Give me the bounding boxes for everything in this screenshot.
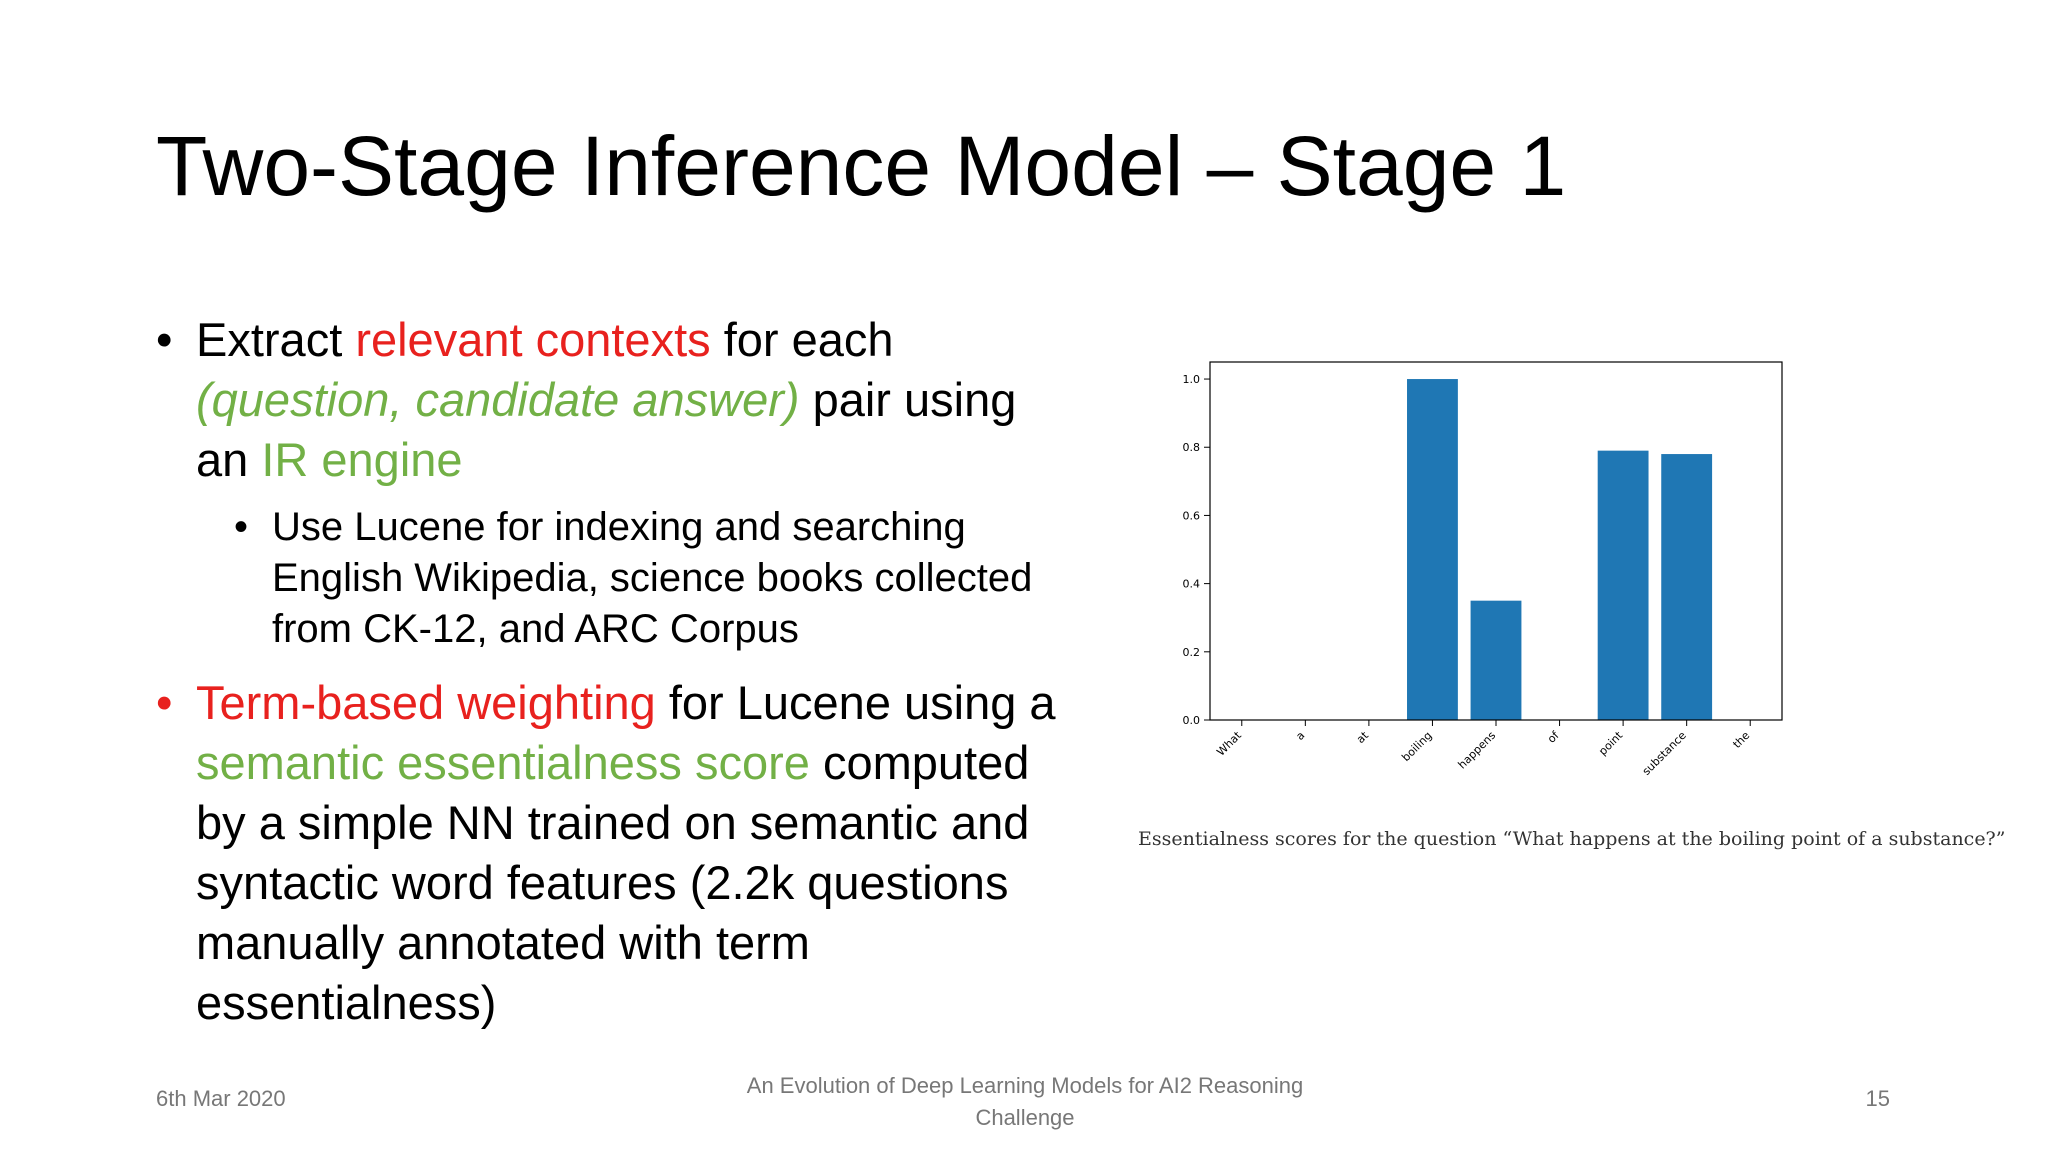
y-tick-label: 0.2: [1183, 646, 1201, 659]
x-tick-label: happens: [1456, 729, 1499, 772]
x-tick-label: boiling: [1399, 729, 1434, 764]
highlight-term-based-weighting: Term-based weighting: [196, 676, 656, 729]
slide-body: • Extract relevant contexts for each (qu…: [156, 310, 1056, 1033]
y-tick-label: 0.4: [1183, 578, 1201, 591]
slide-title: Two-Stage Inference Model – Stage 1: [156, 119, 1567, 213]
x-tick-label: What: [1214, 728, 1244, 758]
x-tick-label: point: [1596, 728, 1626, 758]
text-segment: for each: [710, 313, 894, 366]
y-tick-label: 0.0: [1183, 714, 1201, 727]
sub-bullet-lucene: • Use Lucene for indexing and searching …: [234, 502, 1056, 655]
bullet-dot: •: [156, 313, 173, 366]
text-segment: Extract: [196, 313, 356, 366]
sub-bullet-text: Use Lucene for indexing and searching En…: [272, 505, 1033, 651]
bullet-extract-contexts: • Extract relevant contexts for each (qu…: [156, 310, 1056, 490]
bullet-term-weighting: • Term-based weighting for Lucene using …: [156, 673, 1056, 1033]
chart-caption: Essentialness scores for the question “W…: [1138, 828, 2006, 850]
footer-page-number: 15: [1865, 1086, 1890, 1111]
x-tick-label: of: [1545, 728, 1562, 745]
plot-frame: [1209, 361, 1783, 721]
bar-substance: [1661, 454, 1713, 720]
footer-date: 6th Mar 2020: [156, 1086, 286, 1111]
y-tick-label: 1.0: [1183, 373, 1201, 386]
bullet-dot: •: [234, 505, 249, 549]
y-tick-label: 0.6: [1183, 509, 1201, 522]
highlight-essentialness-score: semantic essentialness score: [196, 736, 810, 789]
bullet-dot: •: [156, 676, 173, 729]
footer-presentation-title: An Evolution of Deep Learning Models for…: [746, 1073, 1304, 1130]
bar-happens: [1470, 600, 1522, 720]
text-segment: pair using an: [196, 373, 1017, 486]
text-segment: for Lucene using a: [655, 676, 1056, 729]
x-tick-label: at: [1354, 728, 1371, 745]
y-tick-label: 0.8: [1183, 441, 1201, 454]
bar-point: [1597, 450, 1649, 720]
highlight-relevant-contexts: relevant contexts: [355, 313, 711, 366]
highlight-question-answer-pair: (question, candidate answer): [196, 373, 800, 426]
x-tick-label: a: [1293, 729, 1307, 743]
x-tick-label: substance: [1640, 729, 1689, 778]
x-tick-label: the: [1730, 729, 1752, 751]
bar-boiling: [1407, 379, 1458, 720]
highlight-ir-engine: IR engine: [261, 433, 463, 486]
text-segment: computed by a simple NN trained on seman…: [196, 736, 1030, 1029]
